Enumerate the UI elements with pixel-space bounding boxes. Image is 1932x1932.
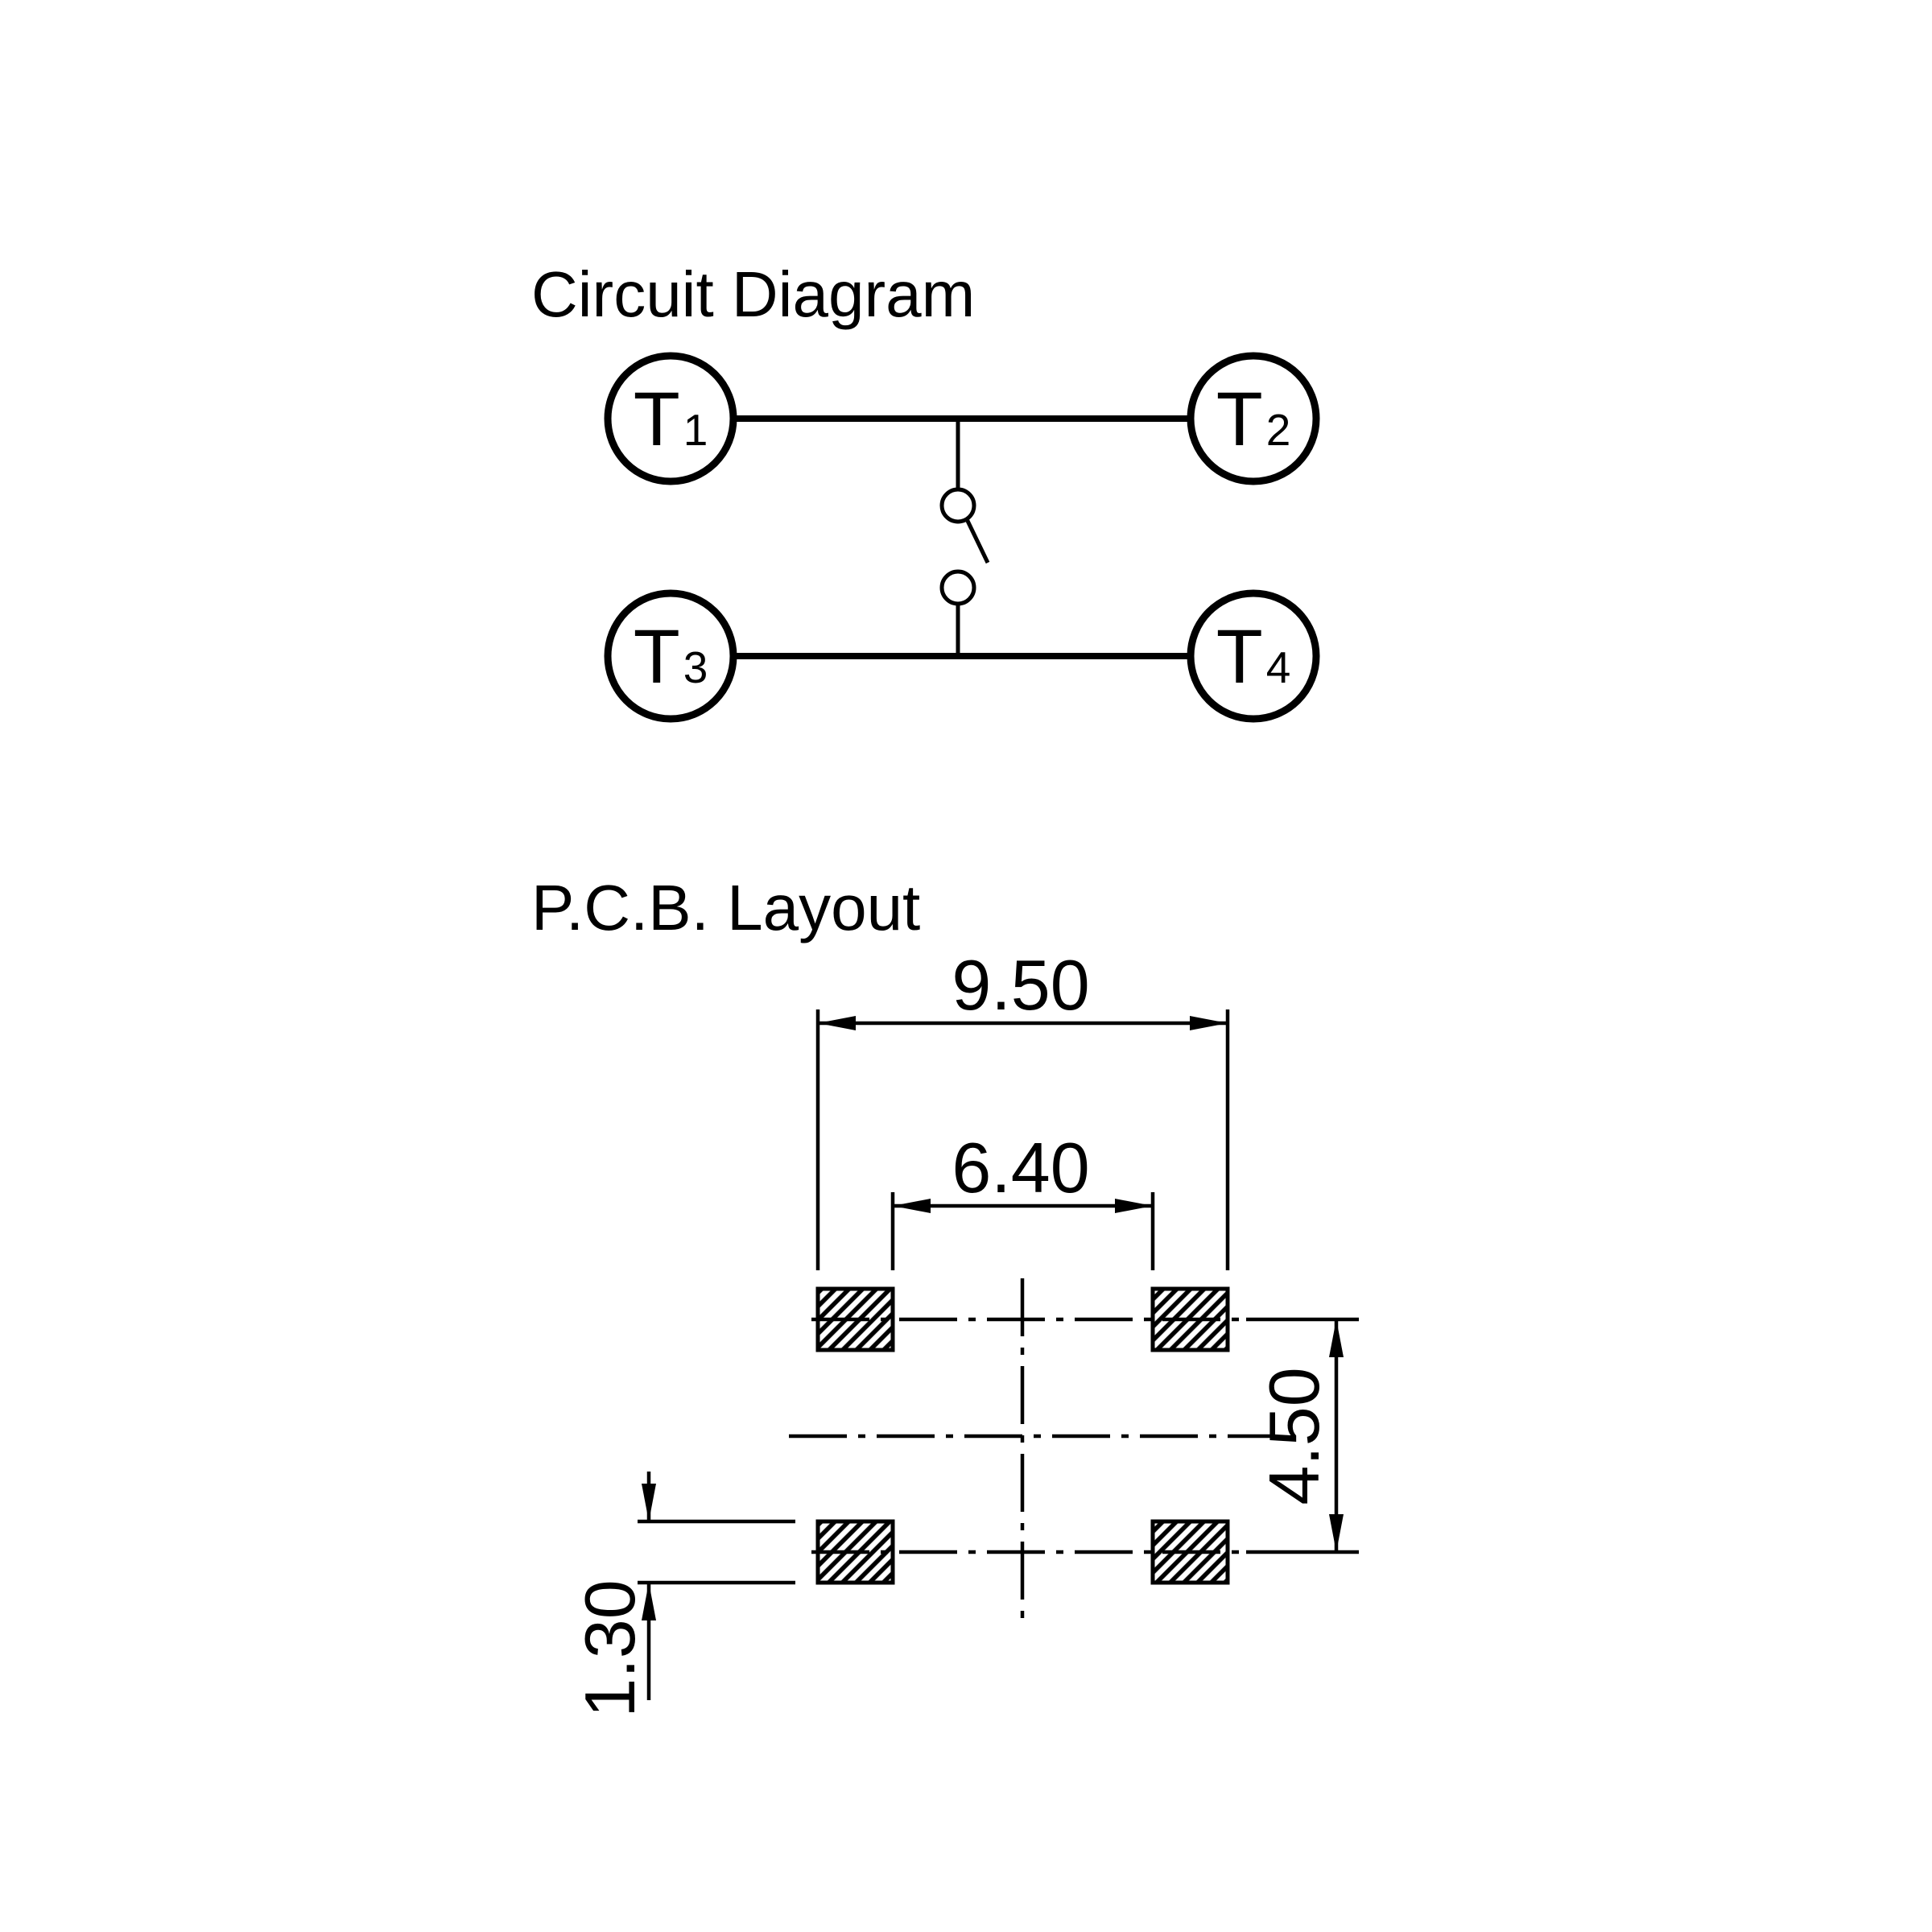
terminal-t3-base: T [634, 614, 680, 700]
terminal-t3-subscript: 3 [683, 642, 708, 692]
dim-inner-width-arrow-right [1115, 1199, 1153, 1213]
terminal-t4-circle [1187, 589, 1320, 723]
dim-outer-width-label: 9.50 [952, 945, 1089, 1025]
terminal-t1-circle [604, 352, 737, 485]
circuit-diagram-section: Circuit Diagram T1 T2 T3 [531, 258, 1320, 723]
terminal-t2: T2 [1187, 352, 1320, 485]
dim-row-pitch-arrow-bottom [1329, 1514, 1344, 1552]
centerlines [789, 1278, 1270, 1620]
terminal-t1: T1 [604, 352, 737, 485]
terminal-t4-subscript: 4 [1266, 642, 1291, 692]
terminal-t2-circle [1187, 352, 1320, 485]
terminal-t1-base: T [634, 377, 680, 462]
switch-symbol [939, 415, 990, 659]
dim-outer-width-arrow-left [818, 1016, 856, 1030]
switch-contact-top-circle [939, 487, 976, 524]
circuit-diagram-title: Circuit Diagram [531, 258, 975, 330]
dim-inner-width-arrow-left [893, 1199, 931, 1213]
dimension-outer-width: 9.50 [815, 945, 1230, 1270]
dimension-pad-height: 1.30 [570, 1472, 795, 1718]
dim-pad-height-arrow-top [642, 1484, 656, 1521]
terminal-t1-subscript: 1 [683, 405, 708, 455]
dim-row-pitch-arrow-top [1329, 1319, 1344, 1357]
dimension-inner-width: 6.40 [890, 1128, 1155, 1270]
terminal-t4: T4 [1187, 589, 1320, 723]
terminal-t4-label: T4 [1216, 614, 1291, 700]
terminal-t2-base: T [1216, 377, 1263, 462]
pcb-layout-title: P.C.B. Layout [531, 872, 920, 943]
dim-row-pitch-label: 4.50 [1254, 1367, 1334, 1505]
switch-contact-bottom-circle [939, 569, 976, 606]
dim-outer-width-arrow-right [1190, 1016, 1228, 1030]
terminal-t3-label: T3 [634, 614, 708, 700]
dim-inner-width-label: 6.40 [952, 1128, 1089, 1208]
dim-pad-height-label: 1.30 [570, 1579, 650, 1717]
terminal-t2-subscript: 2 [1266, 405, 1291, 455]
terminal-t2-label: T2 [1216, 377, 1291, 462]
dimension-row-pitch: 4.50 [1246, 1317, 1359, 1554]
pcb-layout-section: P.C.B. Layout 9.50 [531, 872, 1359, 1718]
switch-blade [964, 518, 990, 564]
terminal-t3: T3 [604, 589, 737, 723]
terminal-t4-base: T [1216, 614, 1263, 700]
terminal-t3-circle [604, 589, 737, 723]
dim-pad-height-arrow-bottom [642, 1583, 656, 1620]
terminal-t1-label: T1 [634, 377, 708, 462]
